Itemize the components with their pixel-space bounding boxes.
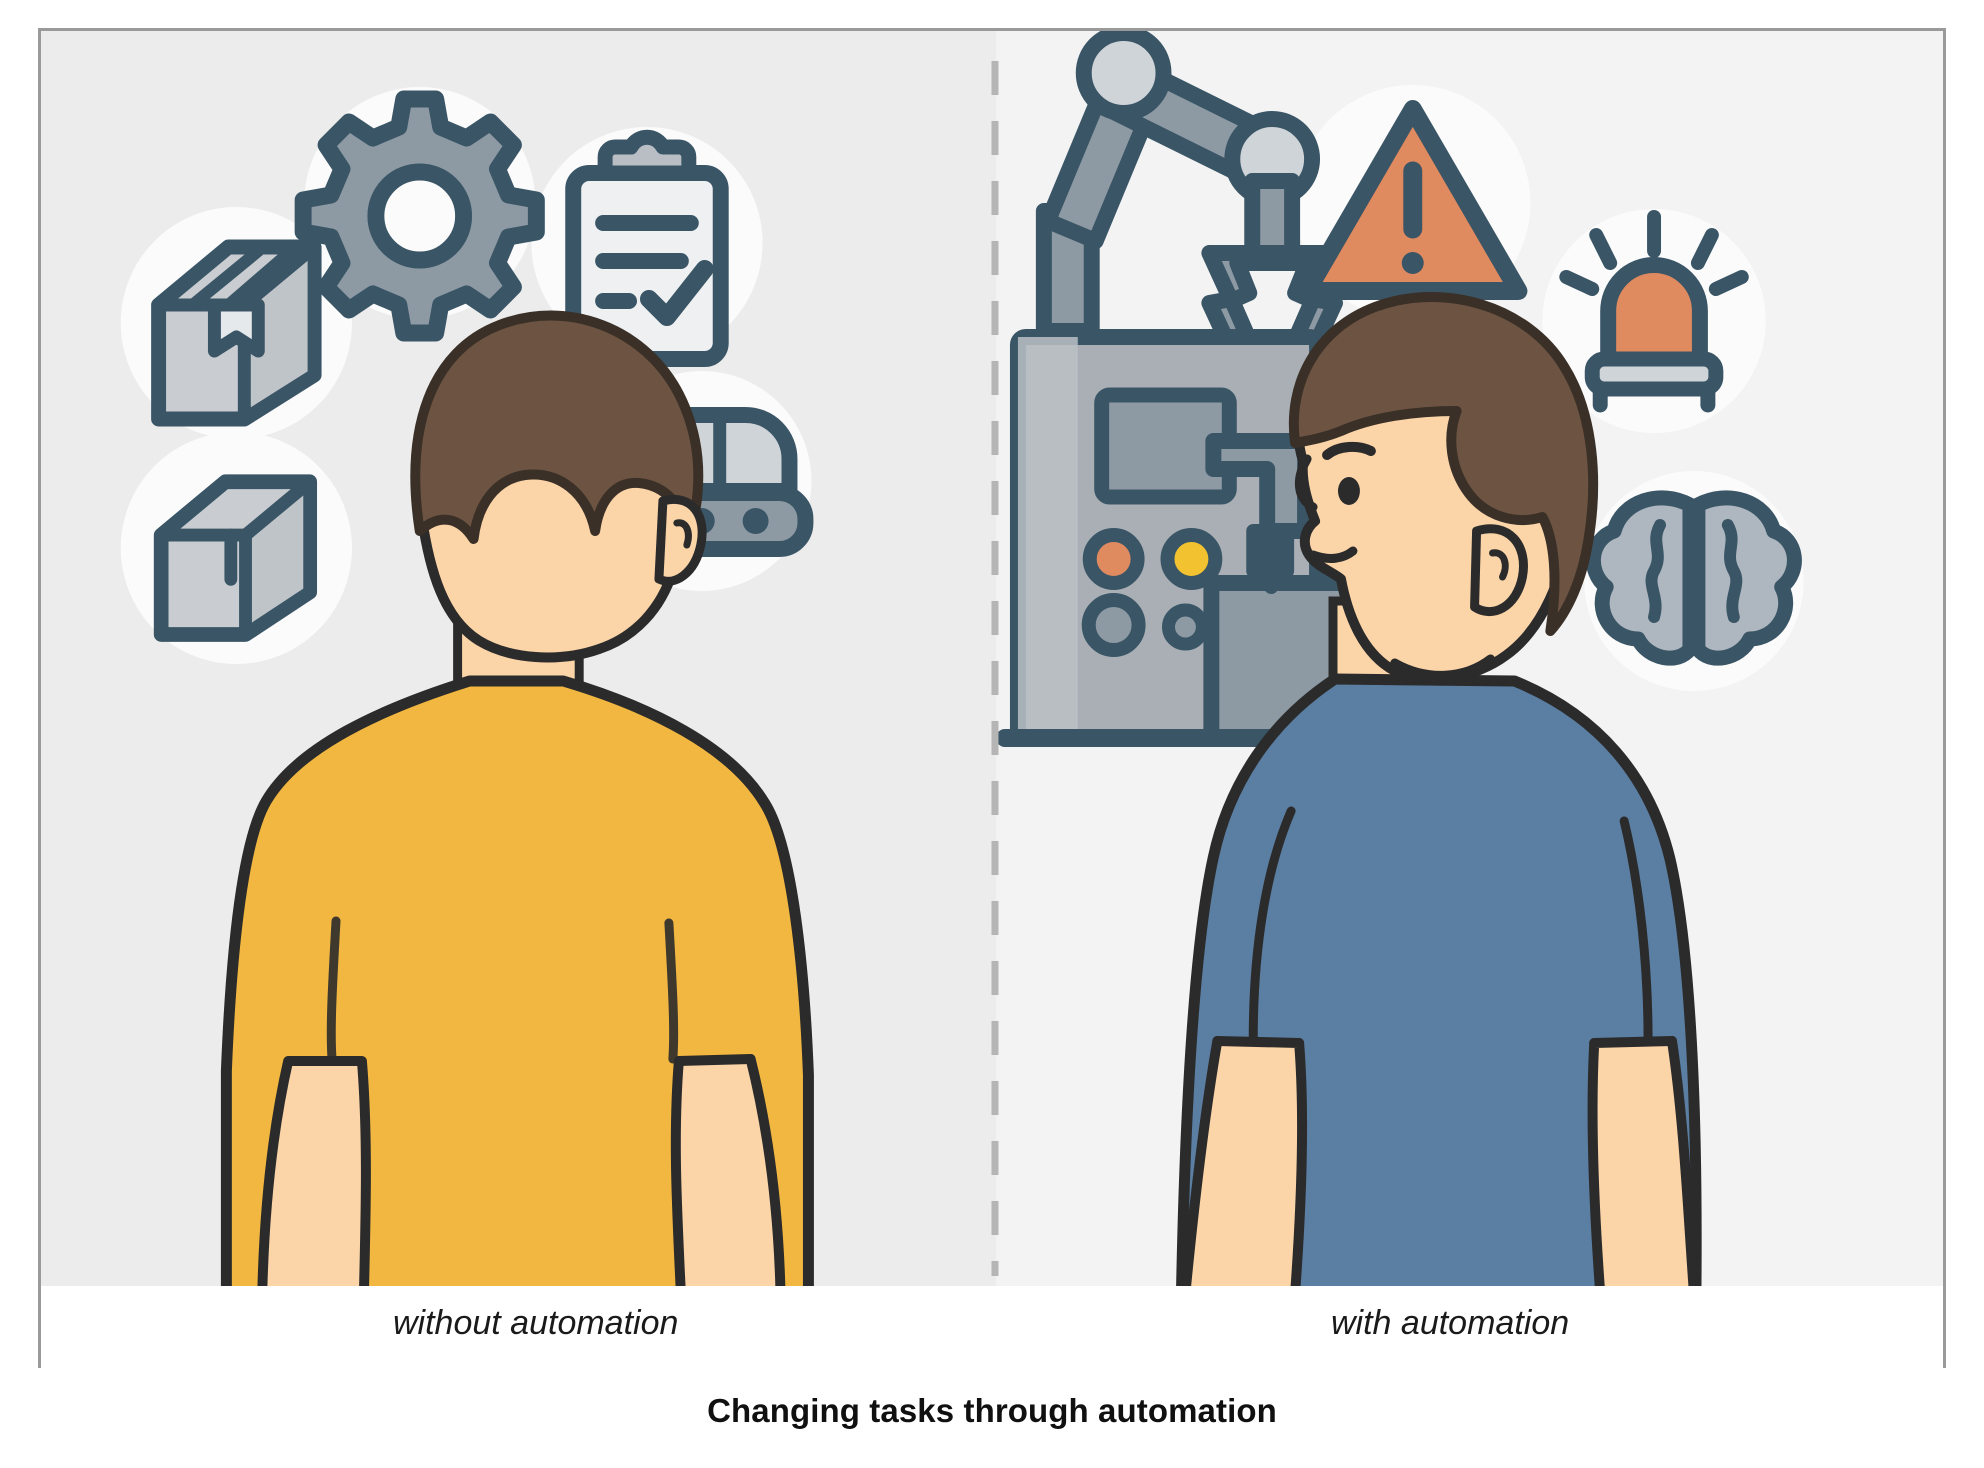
left-panel-graphics xyxy=(120,87,814,1286)
figure-title: Changing tasks through automation xyxy=(707,1392,1277,1429)
gear-icon xyxy=(294,90,545,342)
scene xyxy=(41,31,1943,1286)
warning-triangle-icon xyxy=(1297,100,1528,300)
panel-without-automation xyxy=(41,31,996,1286)
caption-without-automation: without automation xyxy=(393,1304,679,1342)
box-icon-2 xyxy=(153,474,318,642)
caption-band: without automation with automation xyxy=(41,1286,1943,1368)
operator-profile-view xyxy=(1175,291,1702,1286)
brain-icon xyxy=(1585,490,1802,666)
robot-arm-icon xyxy=(1035,31,1343,367)
figure-frame: without automation with automation xyxy=(38,28,1946,1368)
alarm-light-icon xyxy=(1559,210,1749,413)
panel-with-automation xyxy=(995,31,1943,1286)
machine-control-panel-icon xyxy=(995,329,1425,747)
worker-back-view xyxy=(220,310,814,1286)
box-icon xyxy=(151,239,322,427)
right-panel-graphics xyxy=(995,31,1804,1286)
caption-with-automation: with automation xyxy=(1331,1304,1570,1342)
